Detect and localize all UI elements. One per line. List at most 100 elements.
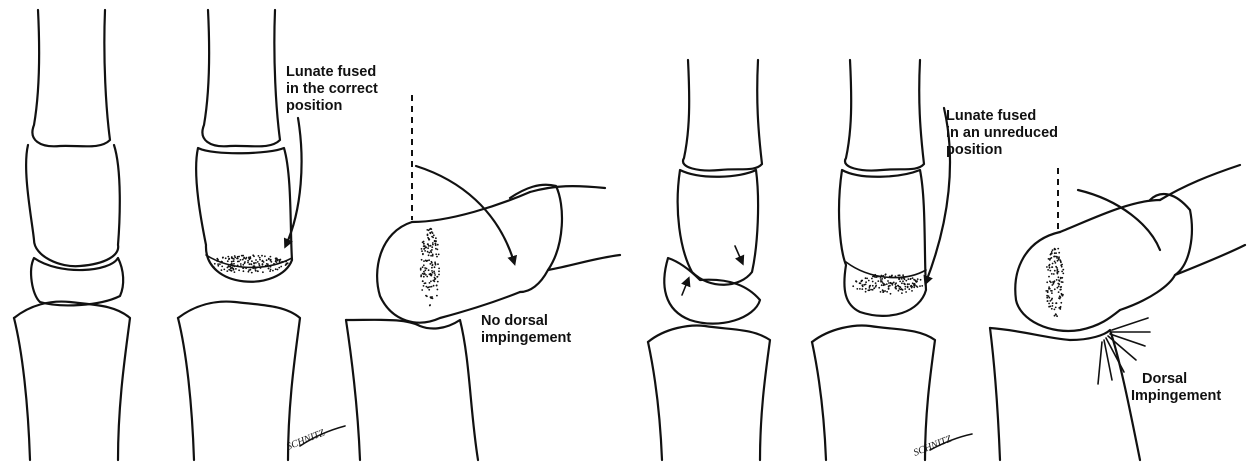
stipple-dot [856,288,858,290]
stipple-dot [1047,269,1049,271]
stipple-dot [852,285,854,287]
stipple-dot [429,282,431,284]
stipple-dot [251,260,253,262]
stipple-dot [262,263,264,265]
stipple-dot [436,295,438,297]
stipple-dot [437,249,439,251]
stipple-dot [887,280,889,282]
stipple-dot [431,261,433,263]
stipple-dot [267,263,269,265]
stipple-dot [907,278,909,280]
stipple-dot [904,288,906,290]
label-fused-unreduced: Lunate fused in an unreduced position [946,108,1062,158]
stipple-dot [873,287,875,289]
stipple-dot [424,283,426,285]
stipple-dot [264,255,266,257]
stipple-dot [231,257,233,259]
stipple-dot [434,243,436,245]
stipple-dot [260,267,262,269]
stipple-dot [437,263,439,265]
stipple-dot [1051,299,1053,301]
stipple-dot [432,264,434,266]
stipple-dot [1058,279,1060,281]
stipple-dot [1051,266,1053,268]
stipple-dot [243,257,245,259]
stipple-dot [904,278,906,280]
stipple-dot [1053,273,1055,275]
stipple-dot [433,285,435,287]
stipple-dot [266,259,268,261]
stipple-dot [222,257,224,259]
stipple-dot [888,287,890,289]
stipple-dot [258,255,260,257]
stipple-dot [432,255,434,257]
stipple-dot [245,258,247,260]
stipple-dot [253,255,255,257]
stipple-dot [861,288,863,290]
stipple-dot [882,291,884,293]
stipple-dot [217,259,219,261]
stipple-dot [225,257,227,259]
stipple-dot [880,277,882,279]
stipple-dot [227,256,229,258]
stipple-dot [232,264,234,266]
stipple-dot [910,285,912,287]
stipple-dot [1048,258,1050,260]
stipple-dot [911,290,913,292]
stipple-dot [880,291,882,293]
stipple-dot [1059,308,1061,310]
stipple-dot [251,272,253,274]
stipple-dot [262,260,264,262]
stipple-dot [869,285,871,287]
stipple-dot [428,259,430,261]
stipple-dot [895,288,897,290]
stipple-dot [242,264,244,266]
stipple-dot [874,276,876,278]
stipple-dot [1057,287,1059,289]
stipple-dot [881,278,883,280]
stipple-dot [1051,251,1053,253]
stipple-dot [436,284,438,286]
figure-lateral-no-impingement [346,95,620,460]
stipple-dot [866,278,868,280]
stipple-dot [1058,276,1060,278]
stipple-dot [886,283,888,285]
stipple-dot [1058,297,1060,299]
stipple-dot [1055,313,1057,315]
stipple-dot [232,268,234,270]
stipple-dot [1054,288,1056,290]
stipple-dot [427,287,429,289]
stipple-dot [428,245,430,247]
stipple-dot [281,261,283,263]
stipple-dot [276,261,278,263]
stipple-dot [438,274,440,276]
stipple-dot [428,269,430,271]
stipple-dot [435,264,437,266]
stipple-dot [424,250,426,252]
stipple-dot [908,283,910,285]
stipple-dot [1054,252,1056,254]
stipple-dot [865,277,867,279]
stipple-dot [434,240,436,242]
stipple-dot [1048,297,1050,299]
stipple-dot [1050,290,1052,292]
stipple-dot [1062,269,1064,271]
stipple-dot [431,270,433,272]
stipple-dot [1055,262,1057,264]
stipple-dot [1050,306,1052,308]
stipple-dot [422,266,424,268]
stipple-dot [275,268,277,270]
stipple-dot [1058,291,1060,293]
stipple-dot [429,263,431,265]
stipple-dot [894,283,896,285]
figure-lunate-fused-correct [178,10,300,460]
stipple-dot [432,237,434,239]
stipple-dot [247,262,249,264]
stipple-dot [869,287,871,289]
stipple-dot [1054,315,1056,317]
stipple-dot [429,228,431,230]
stipple-dot [431,267,433,269]
stipple-dot [423,271,425,273]
stipple-dot [438,270,440,272]
figure-lunate-fused-unreduced [812,60,935,460]
